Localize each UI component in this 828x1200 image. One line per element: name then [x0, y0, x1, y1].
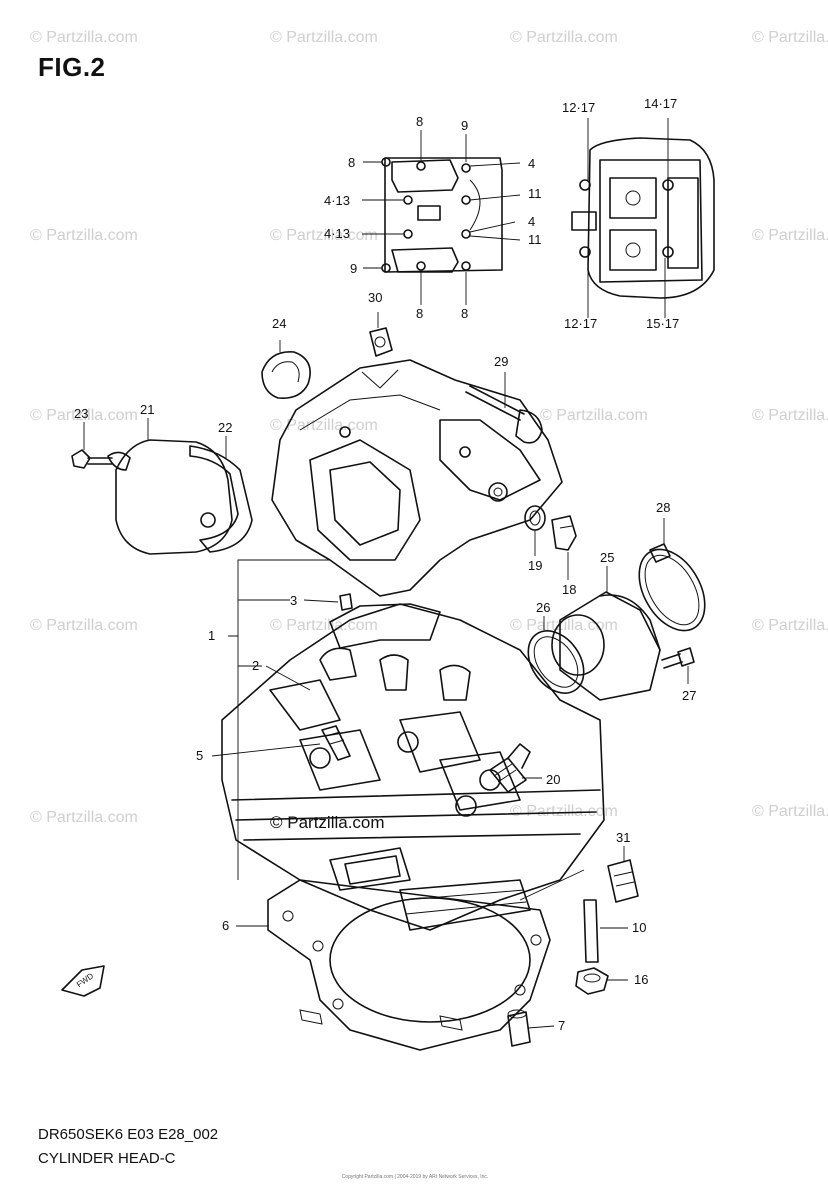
watermark: © Partzilla.com [270, 417, 378, 434]
inset-callout: 9 [461, 118, 468, 133]
callout-26: 26 [536, 600, 550, 615]
inset-callout: 4·13 [324, 226, 350, 241]
part-1-bracket [228, 559, 330, 880]
inset-callout: 12·17 [562, 100, 595, 115]
callout-22: 22 [218, 420, 232, 435]
callout-30: 30 [368, 290, 382, 305]
part-26-o-ring [527, 616, 585, 694]
watermark: © Partzilla.com [752, 407, 828, 424]
inset-callout: 4·13 [324, 193, 350, 208]
figure-title: FIG.2 [38, 52, 106, 82]
part-21-cover [107, 418, 233, 555]
watermark-layer: © Partzilla.com © Partzilla.com © Partzi… [30, 29, 828, 826]
inset-callout: 12·17 [564, 316, 597, 331]
part-5-stud [211, 725, 351, 761]
part-23-bolt [71, 422, 113, 469]
callout-24: 24 [272, 316, 286, 331]
inset-callout: 9 [350, 261, 357, 276]
callout-3: 3 [290, 593, 297, 608]
copyright-notice: Copyright Partzilla.com | 2004-2019 by A… [341, 1174, 489, 1180]
callout-1: 1 [208, 628, 215, 643]
forward-direction-arrow: FWD [61, 965, 105, 997]
part-30-plug [369, 312, 393, 357]
callout-2: 2 [252, 658, 259, 673]
part-16-nut [575, 967, 628, 995]
watermark: © Partzilla.com [752, 617, 828, 634]
watermark: © Partzilla.com [752, 227, 828, 244]
callout-31: 31 [616, 830, 630, 845]
part-20-spark-plug [489, 743, 542, 793]
inset-callout: 8 [348, 155, 355, 170]
part-18-plug [551, 515, 577, 580]
part-19-washer [524, 505, 546, 556]
part-3-stud [303, 593, 353, 611]
callout-10: 10 [632, 920, 646, 935]
center-watermark: © Partzilla.com [270, 813, 385, 832]
inset-callout: 4 [528, 214, 535, 229]
part-27-bolt [661, 647, 695, 684]
cylinder-head [221, 603, 605, 931]
callout-5: 5 [196, 748, 203, 763]
callout-6: 6 [222, 918, 229, 933]
watermark: © Partzilla.com [510, 617, 618, 634]
watermark: © Partzilla.com [510, 29, 618, 46]
part-25-intake [551, 566, 661, 701]
watermark: © Partzilla.com [510, 803, 618, 820]
watermark: © Partzilla.com [30, 29, 138, 46]
inset-callout: 15·17 [646, 316, 679, 331]
callout-19: 19 [528, 558, 542, 573]
inset-callout: 4 [528, 156, 535, 171]
watermark: © Partzilla.com [30, 227, 138, 244]
watermark: © Partzilla.com [270, 617, 378, 634]
model-code: DR650SEK6 E03 E28_002 [38, 1126, 219, 1143]
part-29-bolt [465, 372, 543, 444]
inset-bolt-pattern-top [362, 130, 521, 305]
inset-callout: 14·17 [644, 96, 677, 111]
callout-numbers: 1 2 3 5 6 7 10 16 18 19 20 21 22 23 24 2… [74, 96, 696, 1033]
cylinder-head-cover [271, 359, 563, 597]
watermark: © Partzilla.com [270, 29, 378, 46]
inset-callout: 11 [528, 186, 542, 201]
part-24-seal [261, 340, 311, 400]
watermark: © Partzilla.com [270, 227, 378, 244]
part-10-pin [519, 869, 628, 963]
part-31-clip [607, 846, 639, 903]
watermark: © Partzilla.com [30, 809, 138, 826]
watermark: © Partzilla.com [540, 407, 648, 424]
watermark: © Partzilla.com [30, 617, 138, 634]
inset-bolt-pattern-underside [571, 118, 715, 318]
watermark: © Partzilla.com [752, 803, 828, 820]
callout-20: 20 [546, 772, 560, 787]
part-2-leader [265, 665, 311, 691]
callout-23: 23 [74, 406, 88, 421]
part-22-gasket [189, 436, 253, 553]
inset-callout: 8 [416, 114, 423, 129]
callout-7: 7 [558, 1018, 565, 1033]
inset-callout: 8 [461, 306, 468, 321]
inset-callout: 11 [528, 232, 542, 247]
callout-28: 28 [656, 500, 670, 515]
callout-18: 18 [562, 582, 576, 597]
part-28-clamp [638, 518, 706, 632]
callout-29: 29 [494, 354, 508, 369]
watermark: © Partzilla.com [30, 407, 138, 424]
callout-27: 27 [682, 688, 696, 703]
callout-21: 21 [140, 402, 154, 417]
watermark: © Partzilla.com [752, 29, 828, 46]
callout-25: 25 [600, 550, 614, 565]
inset-callout: 8 [416, 306, 423, 321]
section-name: CYLINDER HEAD-C [38, 1150, 176, 1167]
part-6-gasket [236, 879, 551, 1051]
part-7-dowel [507, 1009, 555, 1047]
callout-16: 16 [634, 972, 648, 987]
